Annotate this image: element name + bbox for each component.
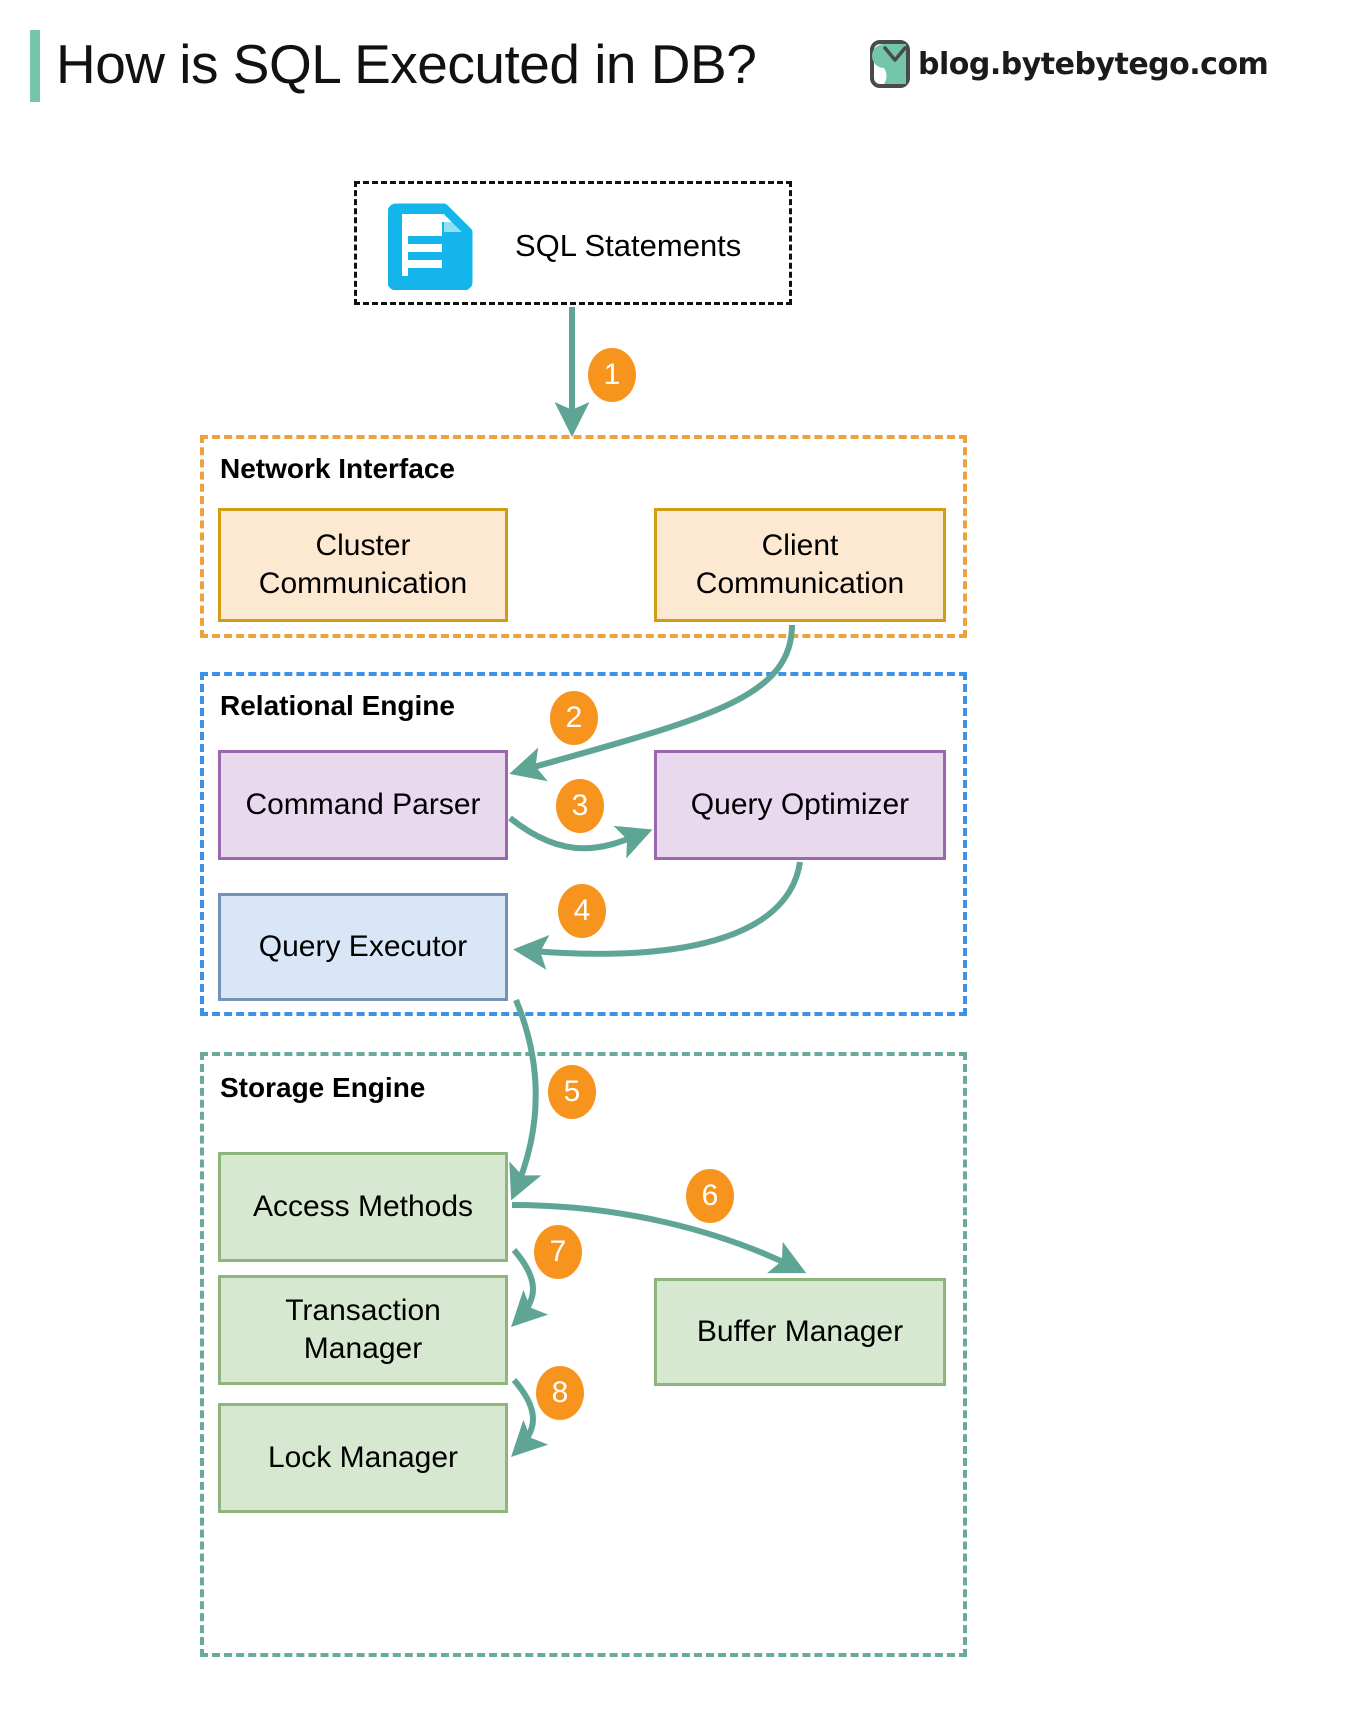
group-label-storage-engine: Storage Engine (220, 1072, 426, 1103)
node-transaction-manager[interactable]: Transaction Manager (218, 1275, 508, 1385)
node-cluster-communication[interactable]: Cluster Communication (218, 508, 508, 622)
step-badge-3: 3 (556, 779, 604, 833)
bytebytego-logo-icon (870, 40, 910, 88)
step-badge-1: 1 (588, 348, 636, 402)
step-badge-4: 4 (558, 884, 606, 938)
group-label-relational-engine: Relational Engine (220, 690, 455, 721)
page-title: How is SQL Executed in DB? (56, 33, 757, 95)
page-header: How is SQL Executed in DB? blog.bytebyte… (0, 0, 1358, 140)
group-storage-engine (200, 1052, 967, 1657)
node-client-communication[interactable]: Client Communication (654, 508, 946, 622)
node-buffer-manager[interactable]: Buffer Manager (654, 1278, 946, 1386)
step-badge-5: 5 (548, 1065, 596, 1119)
step-badge-2: 2 (550, 691, 598, 745)
node-command-parser[interactable]: Command Parser (218, 750, 508, 860)
group-label-network-interface: Network Interface (220, 453, 455, 484)
node-lock-manager[interactable]: Lock Manager (218, 1403, 508, 1513)
node-access-methods[interactable]: Access Methods (218, 1152, 508, 1262)
sql-statements-label: SQL Statements (515, 228, 742, 263)
document-icon (388, 203, 473, 290)
title-accent-bar (30, 30, 40, 102)
node-query-optimizer[interactable]: Query Optimizer (654, 750, 946, 860)
step-badge-7: 7 (534, 1225, 582, 1279)
step-badge-8: 8 (536, 1366, 584, 1420)
brand-text: blog.bytebytego.com (918, 46, 1269, 82)
step-badge-6: 6 (686, 1169, 734, 1223)
node-query-executor[interactable]: Query Executor (218, 893, 508, 1001)
brand: blog.bytebytego.com (868, 40, 1269, 88)
